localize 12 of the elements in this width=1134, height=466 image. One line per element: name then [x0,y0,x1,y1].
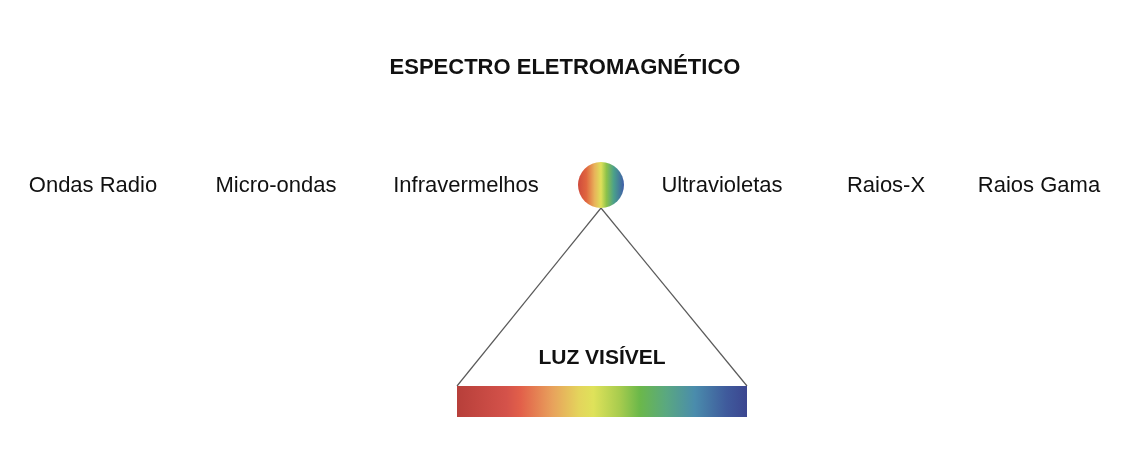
spectrum-label: Ondas Radio [28,171,158,199]
connector-line [456,207,602,387]
gradient-circle [578,162,624,208]
spectrum-label: Raios-X [846,171,926,199]
spectrum-label: Infravermelhos [393,171,539,199]
connector-line [600,207,748,387]
section-caption: LUZ VISÍVEL [538,344,666,370]
spectrum-bar [457,386,747,417]
diagram-title: ESPECTRO ELETROMAGNÉTICO [389,53,741,81]
spectrum-label: Raios Gama [977,171,1101,199]
spectrum-label: Ultravioletas [661,171,783,199]
spectrum-label: Micro-ondas [215,171,337,199]
